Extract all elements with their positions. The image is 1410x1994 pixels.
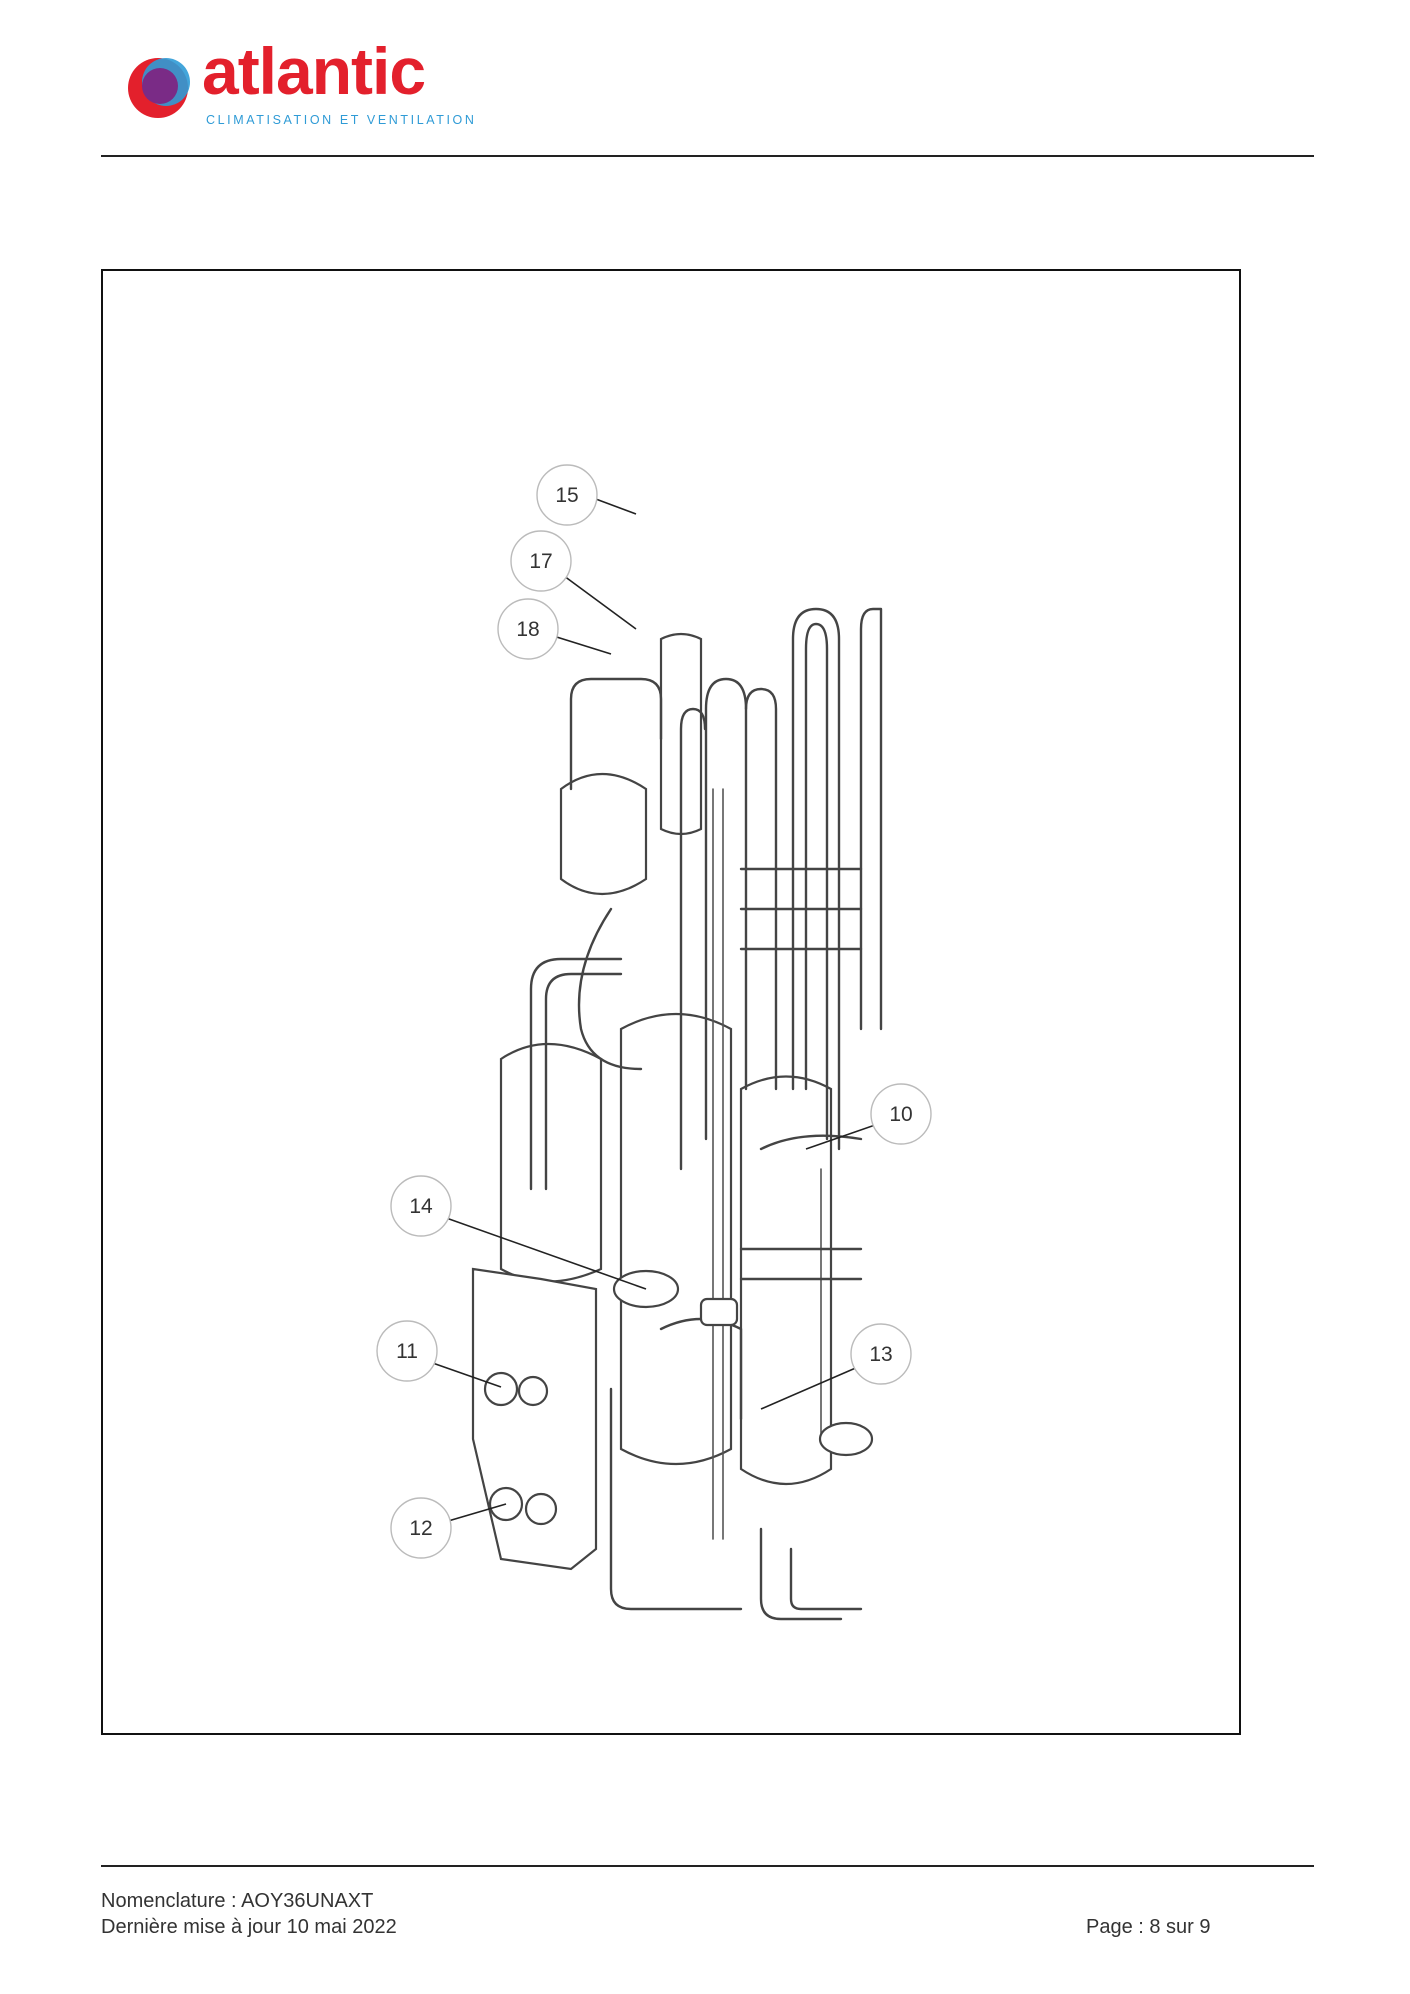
footer-info: Nomenclature : AOY36UNAXT Dernière mise … [101,1888,397,1940]
svg-text:10: 10 [889,1103,912,1126]
logo-tagline: CLIMATISATION ET VENTILATION [206,113,477,127]
svg-text:13: 13 [869,1343,892,1366]
svg-text:17: 17 [529,550,552,573]
valve-block [699,1297,739,1327]
svg-text:18: 18 [516,618,539,641]
callout-11: 11 [376,1320,502,1388]
footer-updated: Dernière mise à jour 10 mai 2022 [101,1916,397,1938]
service-valve-upper-nut [483,1371,519,1407]
logo-wordmark: atlantic [202,34,426,108]
accumulator-tank [499,1043,603,1283]
svg-text:11: 11 [396,1340,418,1363]
oil-separator [559,772,648,896]
main-shell [739,1075,833,1485]
footer-nomenclature: Nomenclature : AOY36UNAXT [101,1890,374,1912]
callout-12: 12 [390,1497,507,1559]
svg-text:14: 14 [409,1195,433,1218]
callout-17: 17 [510,530,637,630]
compressor-body [619,1013,733,1465]
atlantic-logo: atlantic CLIMATISATION ET VENTILATION [122,38,482,134]
footer-divider [101,1865,1314,1867]
svg-text:12: 12 [409,1517,432,1540]
exploded-view-drawing: 15 17 18 10 14 11 13 12 [376,464,932,1621]
svg-text:15: 15 [555,484,578,507]
callout-13: 13 [760,1323,912,1410]
header-divider [101,155,1314,157]
callout-14: 14 [390,1175,647,1290]
drawing-frame [101,269,1241,1735]
base-fitting [818,1421,874,1457]
callout-15: 15 [536,464,637,526]
mounting-plate [471,1267,598,1571]
footer-page-number: Page : 8 sur 9 [1086,1916,1211,1938]
callout-10: 10 [805,1083,932,1150]
callout-18: 18 [497,598,612,660]
logo-mark-icon [128,58,190,118]
line-art [471,607,883,1621]
